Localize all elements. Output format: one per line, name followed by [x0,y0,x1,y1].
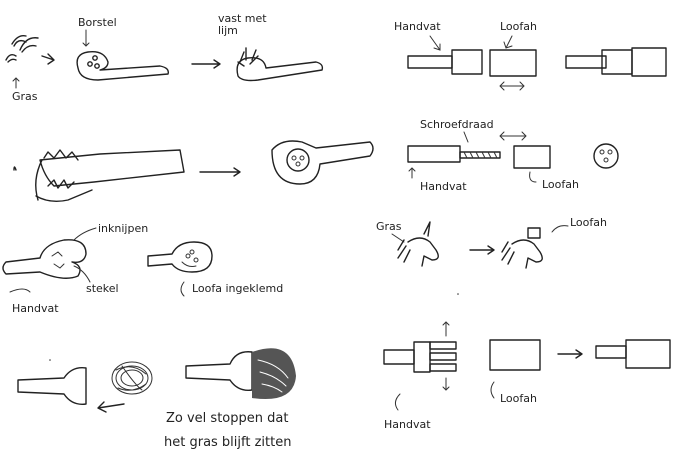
label-schroefdraad: Schroefdraad [420,118,494,131]
arrow-inknijpen [73,227,97,241]
loofah-block-1 [489,49,537,77]
brush-glued [236,47,324,82]
dot-mark [49,359,51,361]
arrow-gras-2 [391,233,405,243]
arrow-right-5 [557,349,583,359]
arrow-loofah-2 [529,171,537,183]
arrow-right-1 [41,53,55,65]
label-handvat-3: Handvat [12,302,59,315]
clamp-open [13,149,185,203]
label-stoppen-2: het gras blijft zitten [164,435,291,450]
label-loofa-ingeklemd: Loofa ingeklemd [192,282,283,295]
label-gras-2: Gras [376,220,402,233]
arrow-handvat-4 [394,393,401,411]
arrow-schroefdraad [463,131,469,143]
label-loofah-1: Loofah [500,20,537,33]
arrow-left-1 [97,401,125,413]
arrow-right-4 [469,245,495,255]
double-arrow-2 [499,131,527,141]
label-inknijpen: inknijpen [98,222,148,235]
unicorn-grass [397,221,439,267]
handle-with-scrubber [185,348,296,400]
handle-short [17,367,87,405]
loofah-block-3 [489,339,541,371]
unicorn-loofah [501,227,543,269]
handle-screw [407,145,501,163]
assembled-2 [595,339,671,369]
label-gras-1: Gras [12,90,38,103]
arrow-stekel [73,265,91,283]
arrow-loofah-1 [503,35,513,49]
arrow-handvat-3 [9,288,31,293]
label-stekel: stekel [86,282,119,295]
arrow-down-fork [442,377,450,391]
label-loofah-4: Loofah [500,392,537,405]
clamp-closed [271,140,374,185]
scrubber-ball-small [111,361,153,395]
label-handvat-1: Handvat [394,20,441,33]
arrow-up-fork [442,321,450,337]
label-borstel: Borstel [78,16,117,29]
arrow-loofa-ingeklemd [180,281,185,297]
arrow-loofah-4 [490,381,495,399]
assembled-1 [565,47,667,77]
arrow-handvat-2 [408,167,416,179]
arrow-handvat-1 [429,35,441,51]
label-handvat-4: Handvat [384,418,431,431]
arrow-down-borstel [82,29,90,47]
pincer-open [2,239,87,279]
forked-handle [383,341,457,373]
loofah-round-icon [593,143,619,169]
arrow-loofah-3 [551,225,569,233]
loofah-block-2 [513,145,551,169]
dot-mark-2 [457,293,459,295]
pincer-clamped [147,241,213,273]
label-handvat-2: Handvat [420,180,467,193]
grass-tufts-1 [5,34,39,63]
brush-head [76,51,170,81]
double-arrow-1 [499,81,525,91]
arrow-right-3 [199,167,241,177]
label-stoppen-1: Zo vel stoppen dat [166,411,288,426]
handle-rod-1 [407,49,483,75]
label-loofah-3: Loofah [570,216,607,229]
arrow-right-2 [191,59,221,69]
arrow-up-gras [12,77,20,89]
label-loofah-2: Loofah [542,178,579,191]
